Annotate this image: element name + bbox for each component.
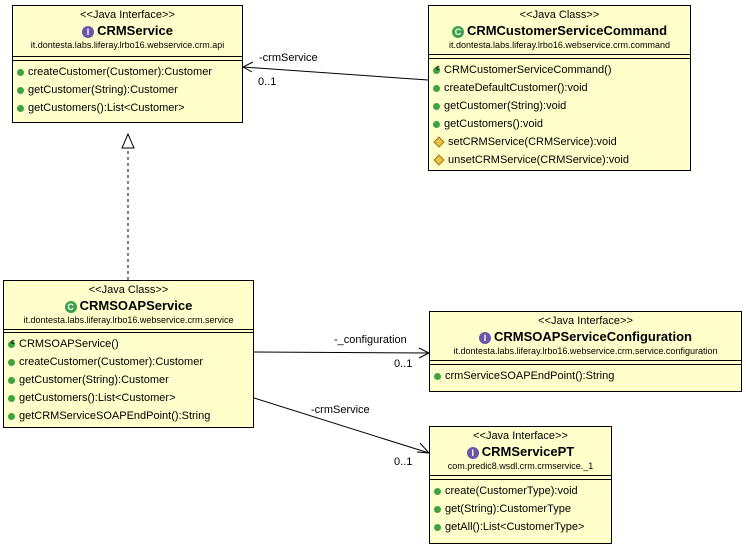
method-item[interactable]: get(String):CustomerType [434,500,611,518]
association-line-pt [253,397,430,454]
method-item[interactable]: CRMSOAPService() [8,334,253,353]
class-name-text: CRMServicePT [481,444,575,459]
multiplicity-label-a1: 0..1 [258,76,276,88]
constructor-icon [433,60,440,78]
class-name-text: CRMService [97,23,173,38]
role-label-a3: -crmService [311,404,370,416]
public-method-icon [433,120,440,128]
method-item[interactable]: getCRMServiceSOAPEndPoint():String [8,407,253,425]
method-item[interactable]: getCustomers():List<Customer> [17,99,242,117]
public-method-icon [17,86,24,94]
role-label-a1: -crmService [259,52,318,64]
multiplicity-label-a3: 0..1 [394,456,412,468]
stereotype: <<Java Interface>> [80,9,175,21]
stereotype: <<Java Interface>> [473,430,568,442]
method-item[interactable]: unsetCRMService(CRMService):void [433,151,690,169]
class-icon: C [451,25,464,38]
stereotype: <<Java Class>> [88,284,169,296]
public-method-icon [17,68,24,76]
method-item[interactable]: getCustomers():void [433,115,690,133]
method-item[interactable]: createCustomer(Customer):Customer [17,63,242,81]
method-item[interactable]: getAll():List<CustomerType> [434,518,611,536]
multiplicity-label-a2: 0..1 [394,358,412,370]
package-name: it.dontesta.labs.liferay.lrbo16.webservi… [453,346,718,356]
public-method-icon [8,376,15,384]
association-line-configuration [253,351,430,354]
class-name-text: CRMSOAPServiceConfiguration [494,329,692,344]
constructor-icon [8,334,15,352]
package-name: it.dontesta.labs.liferay.lrbo16.webservi… [30,40,225,50]
package-name: com.predic8.wsdl.crm.crmservice._1 [447,461,594,471]
method-item[interactable]: createCustomer(Customer):Customer [8,353,253,371]
public-method-icon [434,487,441,495]
protected-method-icon [433,154,445,166]
method-item[interactable]: CRMCustomerServiceCommand() [433,60,690,79]
class-name-text: CRMSOAPService [79,298,193,313]
method-item[interactable]: getCustomer(String):Customer [8,371,253,389]
method-item[interactable]: create(CustomerType):void [434,482,611,500]
method-item[interactable]: getCustomer(String):Customer [17,81,242,99]
public-method-icon [434,523,441,531]
package-name: it.dontesta.labs.liferay.lrbo16.webservi… [449,40,670,50]
stereotype: <<Java Interface>> [538,315,633,327]
public-method-icon [434,505,441,513]
class-name-text: CRMCustomerServiceCommand [466,23,668,38]
public-method-icon [8,358,15,366]
stereotype: <<Java Class>> [519,9,600,21]
class-icon: C [64,300,77,313]
realization-arrowhead [121,132,135,149]
arrowhead-crmservice [241,61,254,73]
method-item[interactable]: setCRMService(CRMService):void [433,133,690,151]
public-method-icon [433,84,440,92]
role-label-a2: -_configuration [334,334,407,346]
public-method-icon [17,104,24,112]
protected-method-icon [433,136,445,148]
method-item[interactable]: crmServiceSOAPEndPoint():String [434,367,741,385]
package-name: it.dontesta.labs.liferay.lrbo16.webservi… [23,315,234,325]
public-method-icon [8,412,15,420]
interface-icon: I [479,331,492,344]
interface-icon: I [82,25,95,38]
method-item[interactable]: getCustomer(String):void [433,97,690,115]
public-method-icon [433,102,440,110]
interface-icon: I [466,446,479,459]
method-item[interactable]: createDefaultCustomer():void [433,79,690,97]
public-method-icon [8,394,15,402]
public-method-icon [434,372,441,380]
association-line-crmservice [242,66,429,81]
method-item[interactable]: getCustomers():List<Customer> [8,389,253,407]
